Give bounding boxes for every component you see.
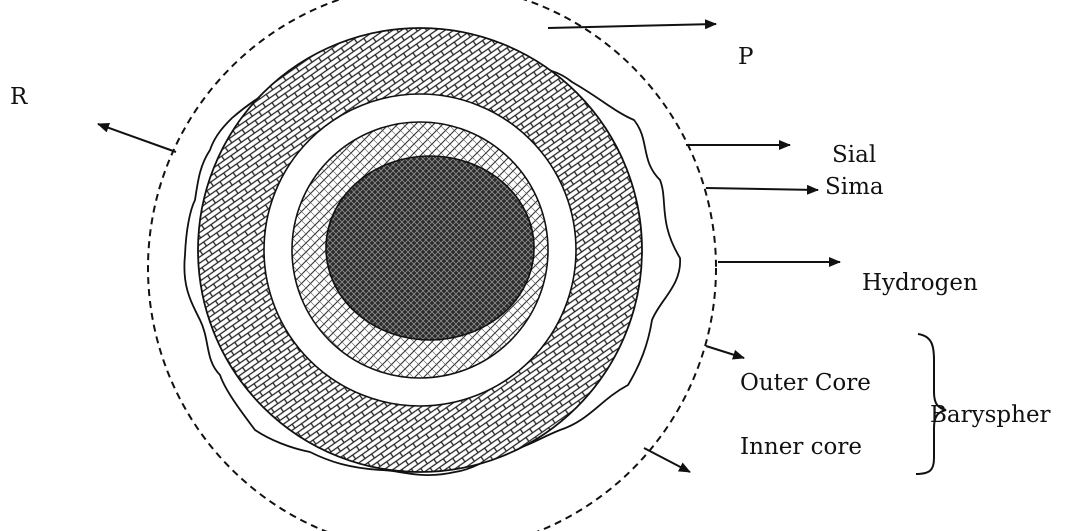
label-inner-core: Inner core (740, 434, 862, 460)
arrow-outer-core (706, 346, 744, 358)
arrow-r (98, 124, 176, 152)
label-hydrogen: Hydrogen (862, 270, 978, 296)
arrow-p (548, 24, 716, 28)
label-baryspher: Baryspher (930, 402, 1051, 428)
arrow-inner-core (644, 448, 690, 472)
label-p: P (738, 44, 753, 70)
label-sial: Sial (832, 142, 876, 168)
arrow-sima (706, 188, 818, 190)
label-r: R (10, 84, 28, 110)
inner-core-layer (326, 156, 534, 340)
label-sima: Sima (825, 174, 884, 200)
label-outer-core: Outer Core (740, 370, 871, 396)
